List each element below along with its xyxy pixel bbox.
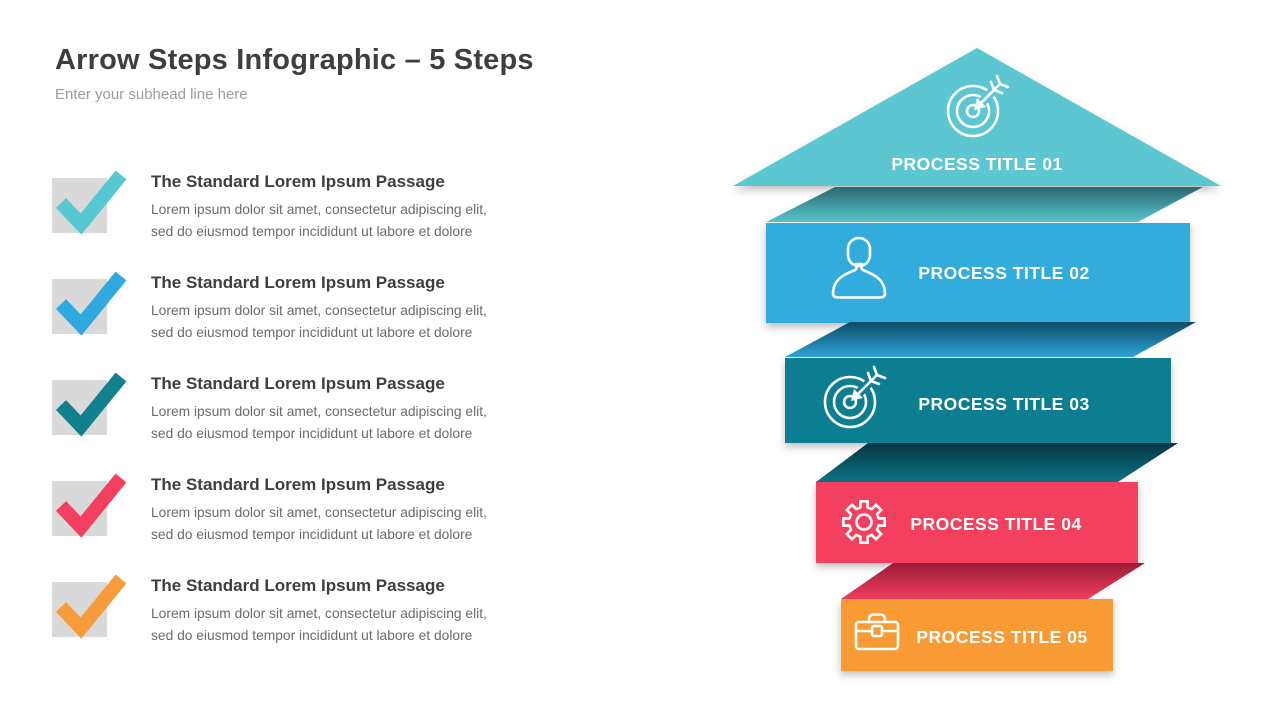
- briefcase-icon: [854, 613, 900, 651]
- page-title: Arrow Steps Infographic – 5 Steps: [55, 44, 534, 76]
- list-item-text: The Standard Lorem Ipsum Passage Lorem i…: [151, 371, 487, 445]
- list-item-text: The Standard Lorem Ipsum Passage Lorem i…: [151, 169, 487, 243]
- check-mark: [55, 372, 127, 437]
- slide-header: Arrow Steps Infographic – 5 Steps Enter …: [55, 44, 534, 103]
- item-title: The Standard Lorem Ipsum Passage: [151, 374, 445, 393]
- item-title: The Standard Lorem Ipsum Passage: [151, 273, 445, 292]
- list-item-text: The Standard Lorem Ipsum Passage Lorem i…: [151, 472, 487, 546]
- list-item: The Standard Lorem Ipsum Passage Lorem i…: [52, 169, 487, 243]
- item-body: Lorem ipsum dolor sit amet, consectetur …: [151, 401, 487, 445]
- list-item-text: The Standard Lorem Ipsum Passage Lorem i…: [151, 270, 487, 344]
- check-icon: [52, 473, 127, 538]
- list-item: The Standard Lorem Ipsum Passage Lorem i…: [52, 270, 487, 344]
- list-item: The Standard Lorem Ipsum Passage Lorem i…: [52, 573, 487, 647]
- item-body-line: Lorem ipsum dolor sit amet, consectetur …: [151, 505, 487, 520]
- target-icon: [823, 365, 887, 429]
- item-body-line: sed do eiusmod tempor incididunt ut labo…: [151, 628, 473, 644]
- check-mark: [55, 170, 127, 235]
- target-icon: [946, 74, 1010, 138]
- step-04-label: PROCESS TITLE 04: [910, 514, 1081, 534]
- item-body: Lorem ipsum dolor sit amet, consectetur …: [151, 300, 487, 344]
- step-03-bar: [785, 358, 1171, 443]
- item-body-line: Lorem ipsum dolor sit amet, consectetur …: [151, 202, 487, 217]
- item-body: Lorem ipsum dolor sit amet, consectetur …: [151, 199, 487, 243]
- check-mark: [55, 271, 127, 336]
- step-05-label: PROCESS TITLE 05: [916, 627, 1087, 647]
- step-05-bar: [841, 599, 1113, 671]
- check-icon: [52, 574, 127, 639]
- item-title: The Standard Lorem Ipsum Passage: [151, 475, 445, 494]
- item-body: Lorem ipsum dolor sit amet, consectetur …: [151, 603, 487, 647]
- list-item-text: The Standard Lorem Ipsum Passage Lorem i…: [151, 573, 487, 647]
- step-01-label: PROCESS TITLE 01: [891, 154, 1062, 174]
- page-subtitle: Enter your subhead line here: [55, 86, 248, 103]
- item-body-line: sed do eiusmod tempor incididunt ut labo…: [151, 527, 473, 543]
- step-04-fold: [841, 563, 1145, 599]
- item-body-line: Lorem ipsum dolor sit amet, consectetur …: [151, 303, 487, 318]
- item-body-line: sed do eiusmod tempor incididunt ut labo…: [151, 224, 473, 240]
- check-icon: [52, 271, 127, 336]
- step-02-bar: [766, 223, 1190, 323]
- step-02-fold: [785, 322, 1196, 357]
- check-mark: [55, 574, 127, 639]
- step-03-fold: [816, 443, 1178, 482]
- list-item: The Standard Lorem Ipsum Passage Lorem i…: [52, 371, 487, 445]
- check-icon: [52, 372, 127, 437]
- step-01-fold: [766, 187, 1203, 222]
- step-03-label: PROCESS TITLE 03: [918, 394, 1089, 414]
- item-body-line: Lorem ipsum dolor sit amet, consectetur …: [151, 606, 487, 621]
- step-04-bar: [816, 482, 1138, 563]
- item-body: Lorem ipsum dolor sit amet, consectetur …: [151, 502, 487, 546]
- gear-icon: [842, 500, 886, 544]
- item-body-line: sed do eiusmod tempor incididunt ut labo…: [151, 325, 473, 341]
- checklist: The Standard Lorem Ipsum Passage Lorem i…: [52, 0, 532, 720]
- item-title: The Standard Lorem Ipsum Passage: [151, 172, 445, 191]
- step-02-label: PROCESS TITLE 02: [918, 263, 1089, 283]
- check-mark: [55, 473, 127, 538]
- check-icon: [52, 170, 127, 235]
- item-body-line: sed do eiusmod tempor incididunt ut labo…: [151, 426, 473, 442]
- item-title: The Standard Lorem Ipsum Passage: [151, 576, 445, 595]
- item-body-line: Lorem ipsum dolor sit amet, consectetur …: [151, 404, 487, 419]
- list-item: The Standard Lorem Ipsum Passage Lorem i…: [52, 472, 487, 546]
- person-icon: [831, 236, 887, 299]
